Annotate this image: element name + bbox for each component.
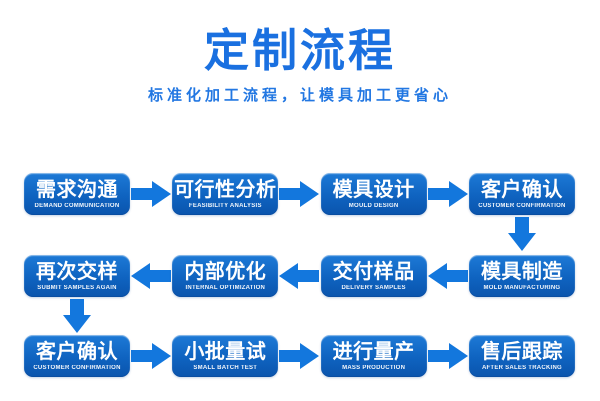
flow-row-3: 客户确认 CUSTOMER CONFIRMATION 小批量试 SMALL BA… bbox=[24, 335, 575, 377]
step-label-zh: 再次交样 bbox=[36, 260, 118, 283]
arrow-right-icon bbox=[427, 181, 468, 207]
flow-row-1: 需求沟通 DEMAND COMMUNICATION 可行性分析 FEASIBIL… bbox=[24, 173, 575, 215]
step-feasibility-analysis: 可行性分析 FEASIBILITY ANALYSIS bbox=[172, 173, 279, 215]
step-mould-design: 模具设计 MOULD DESIGN bbox=[320, 173, 427, 215]
step-after-sales-tracking: 售后跟踪 AFTER SALES TRACKING bbox=[468, 335, 575, 377]
step-label-en: DEMAND COMMUNICATION bbox=[34, 202, 120, 209]
step-internal-optimization: 内部优化 INTERNAL OPTIMIZATION bbox=[172, 255, 279, 297]
step-label-zh: 进行量产 bbox=[332, 340, 415, 363]
step-demand-communication: 需求沟通 DEMAND COMMUNICATION bbox=[24, 173, 130, 215]
step-label-en: CUSTOMER CONFIRMATION bbox=[33, 364, 121, 371]
arrow-down-icon bbox=[63, 299, 91, 333]
step-label-zh: 客户确认 bbox=[480, 178, 563, 201]
step-label-zh: 售后跟踪 bbox=[480, 340, 563, 363]
step-label-en: MOULD DESIGN bbox=[348, 202, 399, 209]
step-label-zh: 需求沟通 bbox=[36, 178, 118, 201]
step-label-zh: 模具制造 bbox=[480, 260, 563, 283]
arrow-right-icon bbox=[279, 343, 320, 369]
step-label-en: MOLD MANUFACTURING bbox=[483, 284, 561, 291]
arrow-right-icon bbox=[427, 343, 468, 369]
step-customer-confirmation-2: 客户确认 CUSTOMER CONFIRMATION bbox=[24, 335, 130, 377]
step-mass-production: 进行量产 MASS PRODUCTION bbox=[320, 335, 427, 377]
step-label-en: FEASIBILITY ANALYSIS bbox=[188, 202, 262, 209]
arrow-down-icon bbox=[508, 217, 536, 251]
step-label-en: INTERNAL OPTIMIZATION bbox=[185, 284, 266, 291]
arrow-left-icon bbox=[427, 263, 468, 289]
arrow-right-icon bbox=[131, 181, 172, 207]
step-label-zh: 模具设计 bbox=[332, 178, 415, 201]
page-subtitle: 标准化加工流程，让模具加工更省心 bbox=[147, 87, 452, 104]
arrow-left-icon bbox=[131, 263, 172, 289]
arrow-right-icon bbox=[279, 181, 320, 207]
step-label-en: AFTER SALES TRACKING bbox=[481, 364, 562, 371]
step-label-en: CUSTOMER CONFIRMATION bbox=[478, 202, 566, 209]
arrow-left-icon bbox=[279, 263, 320, 289]
flow-row-2: 再次交样 SUBMIT SAMPLES AGAIN 内部优化 INTERNAL … bbox=[24, 255, 575, 297]
step-label-zh: 内部优化 bbox=[184, 260, 267, 283]
step-label-zh: 小批量试 bbox=[184, 340, 267, 363]
step-label-zh: 交付样品 bbox=[332, 260, 415, 283]
step-label-zh: 客户确认 bbox=[36, 340, 118, 363]
step-label-en: SMALL BATCH TEST bbox=[193, 364, 258, 371]
step-label-en: MASS PRODUCTION bbox=[342, 364, 406, 371]
step-label-en: SUBMIT SAMPLES AGAIN bbox=[37, 284, 117, 291]
step-mold-manufacturing: 模具制造 MOLD MANUFACTURING bbox=[468, 255, 575, 297]
step-customer-confirmation: 客户确认 CUSTOMER CONFIRMATION bbox=[468, 173, 575, 215]
step-label-en: DELIVERY SAMPLES bbox=[341, 284, 406, 291]
page-title: 定制流程 bbox=[203, 25, 396, 76]
step-small-batch-test: 小批量试 SMALL BATCH TEST bbox=[172, 335, 279, 377]
step-submit-samples-again: 再次交样 SUBMIT SAMPLES AGAIN bbox=[24, 255, 130, 297]
arrow-right-icon bbox=[131, 343, 172, 369]
step-label-zh: 可行性分析 bbox=[174, 178, 277, 201]
step-delivery-samples: 交付样品 DELIVERY SAMPLES bbox=[320, 255, 427, 297]
